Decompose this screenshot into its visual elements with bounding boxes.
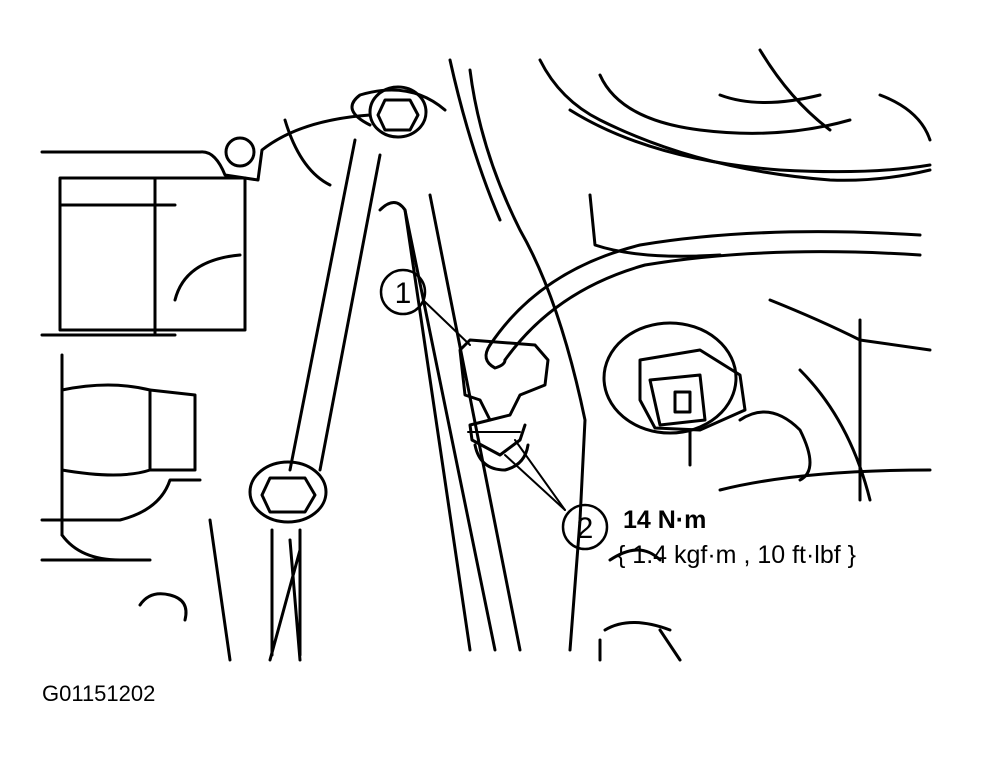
lower-bolt bbox=[248, 460, 328, 657]
callout-label-1: 1 bbox=[395, 277, 412, 310]
torque-conversions: { 1.4 kgf·m , 10 ft·lbf } bbox=[617, 541, 856, 569]
leader-lines bbox=[422, 299, 566, 511]
figure-id: G01151202 bbox=[42, 681, 155, 706]
callout-circle-2 bbox=[561, 503, 609, 551]
transmission-housing-right bbox=[448, 48, 932, 662]
engine-block-left bbox=[40, 113, 372, 662]
torque-value: 14 N·m bbox=[623, 506, 706, 534]
upper-bolt bbox=[368, 85, 428, 139]
connector-plug bbox=[602, 321, 747, 467]
callout-circle-1 bbox=[379, 268, 427, 316]
callout-label-2: 2 bbox=[577, 512, 594, 545]
vent-hose bbox=[484, 230, 922, 370]
